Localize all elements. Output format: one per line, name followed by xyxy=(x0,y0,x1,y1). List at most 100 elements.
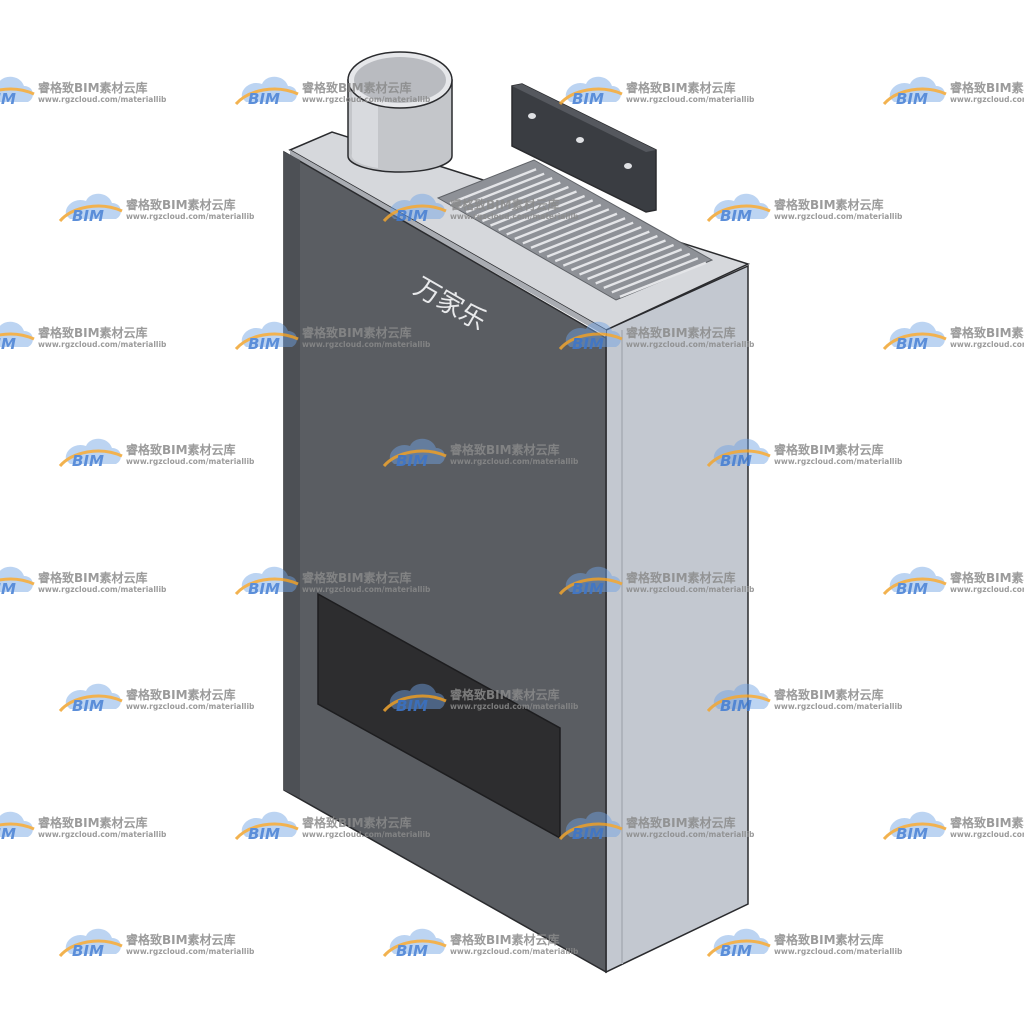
watermark-url: www.rgzcloud.com/materiallib xyxy=(126,702,255,711)
watermark-url: www.rgzcloud.com/materiallib xyxy=(950,340,1024,349)
svg-text:BIM: BIM xyxy=(720,207,752,225)
bim-cloud-logo: BIM xyxy=(382,928,447,960)
vent-slot xyxy=(522,208,610,245)
watermark-tile: BIM睿格致BIM素材云库www.rgzcloud.com/materialli… xyxy=(234,566,431,598)
watermark-title: 睿格致BIM素材云库 xyxy=(626,570,736,585)
watermark-tile: BIM睿格致BIM素材云库www.rgzcloud.com/materialli… xyxy=(882,566,1024,598)
watermark-title: 睿格致BIM素材云库 xyxy=(626,815,736,830)
watermark-url: www.rgzcloud.com/materiallib xyxy=(626,585,755,594)
vent-slot xyxy=(554,226,642,263)
watermark-url: www.rgzcloud.com/materiallib xyxy=(626,95,755,104)
bim-cloud-logo: BIM xyxy=(882,566,947,598)
watermark-title: 睿格致BIM素材云库 xyxy=(950,80,1024,95)
watermark-tile: BIM睿格致BIM素材云库www.rgzcloud.com/materialli… xyxy=(382,193,579,225)
vent-slot xyxy=(481,185,569,223)
watermark-tile: BIM睿格致BIM素材云库www.rgzcloud.com/materialli… xyxy=(706,438,903,470)
watermark-tile: BIM睿格致BIM素材云库www.rgzcloud.com/materialli… xyxy=(382,438,579,470)
watermark-tile: BIM睿格致BIM素材云库www.rgzcloud.com/materialli… xyxy=(882,811,1024,843)
watermark-url: www.rgzcloud.com/materiallib xyxy=(626,340,755,349)
watermark-url: www.rgzcloud.com/materiallib xyxy=(302,95,431,104)
watermark-title: 睿格致BIM素材云库 xyxy=(302,815,412,830)
watermark-tile: BIM睿格致BIM素材云库www.rgzcloud.com/materialli… xyxy=(382,683,579,715)
bim-cloud-logo: BIM xyxy=(58,683,123,715)
bim-cloud-logo: BIM xyxy=(882,76,947,108)
vent-slot xyxy=(603,252,691,289)
watermark-url: www.rgzcloud.com/materiallib xyxy=(450,212,579,221)
watermark-tile: BIM睿格致BIM素材云库www.rgzcloud.com/materialli… xyxy=(706,193,903,225)
svg-text:BIM: BIM xyxy=(0,335,16,353)
watermark-url: www.rgzcloud.com/materiallib xyxy=(450,947,579,956)
watermark-tile: BIM睿格致BIM素材云库www.rgzcloud.com/materialli… xyxy=(558,321,755,353)
watermark-title: 睿格致BIM素材云库 xyxy=(38,570,148,585)
vent-slot xyxy=(587,243,675,281)
watermark-title: 睿格致BIM素材云库 xyxy=(38,80,148,95)
watermark-tile: BIM睿格致BIM素材云库www.rgzcloud.com/materialli… xyxy=(882,76,1024,108)
watermark-title: 睿格致BIM素材云库 xyxy=(626,80,736,95)
svg-text:BIM: BIM xyxy=(572,825,604,843)
watermark-url: www.rgzcloud.com/materiallib xyxy=(126,947,255,956)
watermark-url: www.rgzcloud.com/materiallib xyxy=(950,95,1024,104)
svg-text:BIM: BIM xyxy=(248,90,280,108)
svg-text:BIM: BIM xyxy=(896,580,928,598)
bim-cloud-logo: BIM xyxy=(558,811,623,843)
watermark-tile: BIM睿格致BIM素材云库www.rgzcloud.com/materialli… xyxy=(382,928,579,960)
watermark-url: www.rgzcloud.com/materiallib xyxy=(774,702,903,711)
vent-grille xyxy=(436,159,714,301)
bim-cloud-logo: BIM xyxy=(58,438,123,470)
vent-slot xyxy=(473,181,561,218)
svg-text:BIM: BIM xyxy=(572,335,604,353)
bim-cloud-logo: BIM xyxy=(234,321,299,353)
watermark-tile: BIM睿格致BIM素材云库www.rgzcloud.com/materialli… xyxy=(58,928,255,960)
watermark-tile: BIM睿格致BIM素材云库www.rgzcloud.com/materialli… xyxy=(882,321,1024,353)
svg-text:BIM: BIM xyxy=(896,825,928,843)
watermark-tile: BIM睿格致BIM素材云库www.rgzcloud.com/materialli… xyxy=(0,76,167,108)
watermark-url: www.rgzcloud.com/materiallib xyxy=(126,457,255,466)
watermark-url: www.rgzcloud.com/materiallib xyxy=(774,212,903,221)
bim-cloud-logo: BIM xyxy=(558,76,623,108)
svg-text:BIM: BIM xyxy=(720,452,752,470)
watermark-url: www.rgzcloud.com/materiallib xyxy=(302,585,431,594)
watermark-title: 睿格致BIM素材云库 xyxy=(38,325,148,340)
vent-slot xyxy=(579,239,666,276)
bim-cloud-logo: BIM xyxy=(234,811,299,843)
bim-cloud-logo: BIM xyxy=(706,438,771,470)
side-panel xyxy=(605,264,749,974)
bim-cloud-logo: BIM xyxy=(58,193,123,225)
vent-slot xyxy=(514,203,602,240)
watermark-tile: BIM 睿格致BIM素材云库www.rgzcloud.com/materialli… xyxy=(558,811,755,843)
watermark-url: www.rgzcloud.com/materiallib xyxy=(626,830,755,839)
vent-slot xyxy=(490,190,577,227)
bim-cloud-logo: BIM xyxy=(0,76,35,108)
vent-slot xyxy=(562,230,650,267)
bim-cloud-logo: BIM xyxy=(234,76,299,108)
bim-cloud-logo: BIM xyxy=(882,321,947,353)
watermark-url: www.rgzcloud.com/materiallib xyxy=(450,457,579,466)
watermark-title: 睿格致BIM素材云库 xyxy=(774,932,884,947)
svg-text:BIM: BIM xyxy=(572,90,604,108)
svg-text:BIM: BIM xyxy=(248,825,280,843)
watermark-url: www.rgzcloud.com/materiallib xyxy=(38,340,167,349)
watermark-url: www.rgzcloud.com/materiallib xyxy=(38,585,167,594)
watermark-title: 睿格致BIM素材云库 xyxy=(950,570,1024,585)
watermark-url: www.rgzcloud.com/materiallib xyxy=(774,457,903,466)
svg-text:BIM: BIM xyxy=(72,942,104,960)
vent-slot xyxy=(506,199,594,236)
vent-slot xyxy=(457,172,545,209)
svg-text:BIM: BIM xyxy=(720,942,752,960)
bim-cloud-logo: BIM xyxy=(382,683,447,715)
watermark-tile: BIM睿格致BIM素材云库www.rgzcloud.com/materialli… xyxy=(0,811,167,843)
vent-slot xyxy=(449,168,537,205)
watermark-tile: BIM睿格致BIM素材云库www.rgzcloud.com/materialli… xyxy=(234,321,431,353)
watermark-tile: BIM睿格致BIM素材云库www.rgzcloud.com/materialli… xyxy=(234,76,431,108)
svg-text:BIM: BIM xyxy=(0,825,16,843)
bim-cloud-logo: BIM xyxy=(0,321,35,353)
watermark-title: 睿格致BIM素材云库 xyxy=(450,442,560,457)
svg-text:BIM: BIM xyxy=(396,942,428,960)
watermark-url: www.rgzcloud.com/materiallib xyxy=(38,95,167,104)
watermark-title: 睿格致BIM素材云库 xyxy=(950,325,1024,340)
watermark-tile: BIM睿格致BIM素材云库www.rgzcloud.com/materialli… xyxy=(706,683,903,715)
bim-cloud-logo: BIM xyxy=(706,683,771,715)
watermark-url: www.rgzcloud.com/materiallib xyxy=(950,830,1024,839)
watermark-tile: BIM睿格致BIM素材云库www.rgzcloud.com/materialli… xyxy=(58,193,255,225)
